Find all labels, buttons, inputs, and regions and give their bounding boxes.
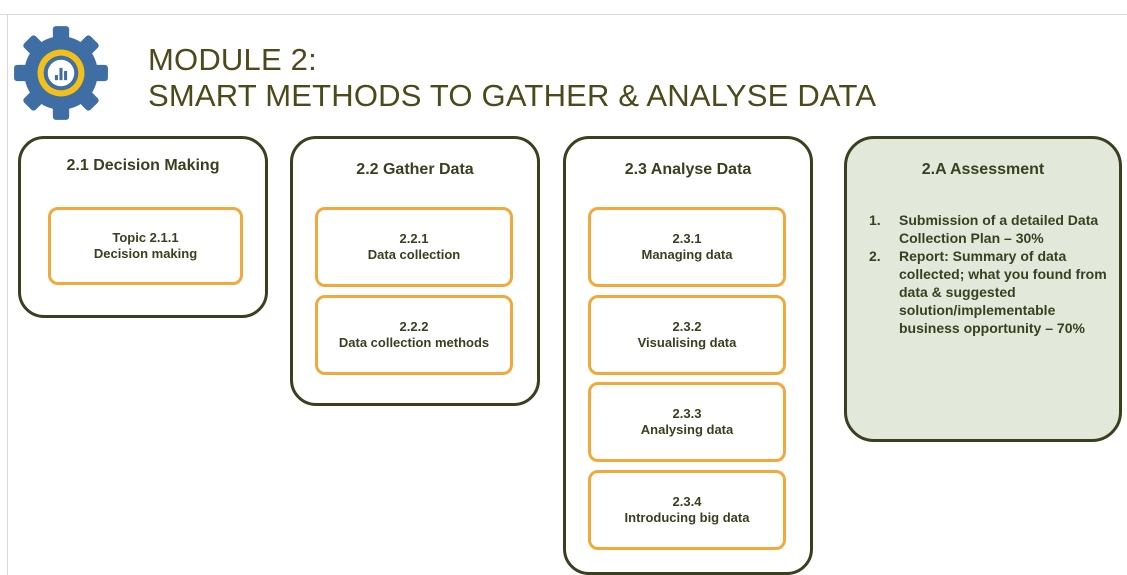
topic-name: Data collection bbox=[367, 247, 461, 262]
topic-card[interactable]: 2.2.2 Data collection methods bbox=[315, 295, 513, 375]
title-line-2: SMART METHODS TO GATHER & ANALYSE DATA bbox=[148, 78, 877, 113]
column-title: 2.3 Analyse Data bbox=[624, 161, 752, 178]
topic-name: Data collection methods bbox=[338, 335, 490, 350]
topic-code: 2.3.2 bbox=[672, 319, 702, 334]
title-line-1: MODULE 2: bbox=[148, 42, 317, 77]
topic-code: 2.3.3 bbox=[672, 406, 702, 421]
topic-code: 2.3.4 bbox=[672, 494, 702, 509]
topic-card[interactable]: Topic 2.1.1 Decision making bbox=[48, 207, 243, 285]
assessment-item: 2. Report: Summary of data collected; wh… bbox=[869, 247, 1109, 337]
topic-card[interactable]: 2.3.3 Analysing data bbox=[588, 382, 786, 462]
topic-code: 2.2.1 bbox=[399, 231, 429, 246]
column-decision-making: 2.1 Decision Making Topic 2.1.1 Decision… bbox=[18, 136, 268, 318]
topic-name: Managing data bbox=[641, 247, 733, 262]
column-title: 2.2 Gather Data bbox=[356, 161, 474, 178]
item-text: Report: Summary of data collected; what … bbox=[899, 248, 1107, 336]
assessment-item: 1. Submission of a detailed Data Collect… bbox=[869, 211, 1109, 247]
topic-name: Decision making bbox=[93, 246, 198, 261]
gear-chart-icon bbox=[14, 26, 108, 120]
assessment-title: 2.A Assessment bbox=[921, 161, 1045, 178]
page-title: MODULE 2: SMART METHODS TO GATHER & ANAL… bbox=[148, 42, 876, 114]
topic-card[interactable]: 2.2.1 Data collection bbox=[315, 207, 513, 287]
item-text: Submission of a detailed Data Collection… bbox=[899, 212, 1099, 246]
topic-name: Visualising data bbox=[637, 335, 737, 350]
slide-top-border bbox=[0, 14, 1127, 15]
column-gather-data: 2.2 Gather Data 2.2.1 Data collection 2.… bbox=[290, 136, 540, 406]
topic-card[interactable]: 2.3.2 Visualising data bbox=[588, 295, 786, 375]
topic-card[interactable]: 2.3.4 Introducing big data bbox=[588, 470, 786, 550]
topic-code: 2.3.1 bbox=[672, 231, 702, 246]
topic-code: Topic 2.1.1 bbox=[112, 230, 179, 245]
topic-name: Introducing big data bbox=[624, 510, 750, 525]
item-number: 1. bbox=[869, 212, 881, 228]
assessment-list: 1. Submission of a detailed Data Collect… bbox=[869, 211, 1109, 337]
column-title: 2.1 Decision Making bbox=[66, 157, 220, 174]
column-analyse-data: 2.3 Analyse Data 2.3.1 Managing data 2.3… bbox=[563, 136, 813, 575]
slide-left-border bbox=[7, 14, 8, 575]
topic-card[interactable]: 2.3.1 Managing data bbox=[588, 207, 786, 287]
assessment-panel: 2.A Assessment 1. Submission of a detail… bbox=[844, 136, 1122, 442]
topic-code: 2.2.2 bbox=[399, 319, 429, 334]
item-number: 2. bbox=[869, 248, 881, 264]
topic-name: Analysing data bbox=[640, 422, 734, 437]
